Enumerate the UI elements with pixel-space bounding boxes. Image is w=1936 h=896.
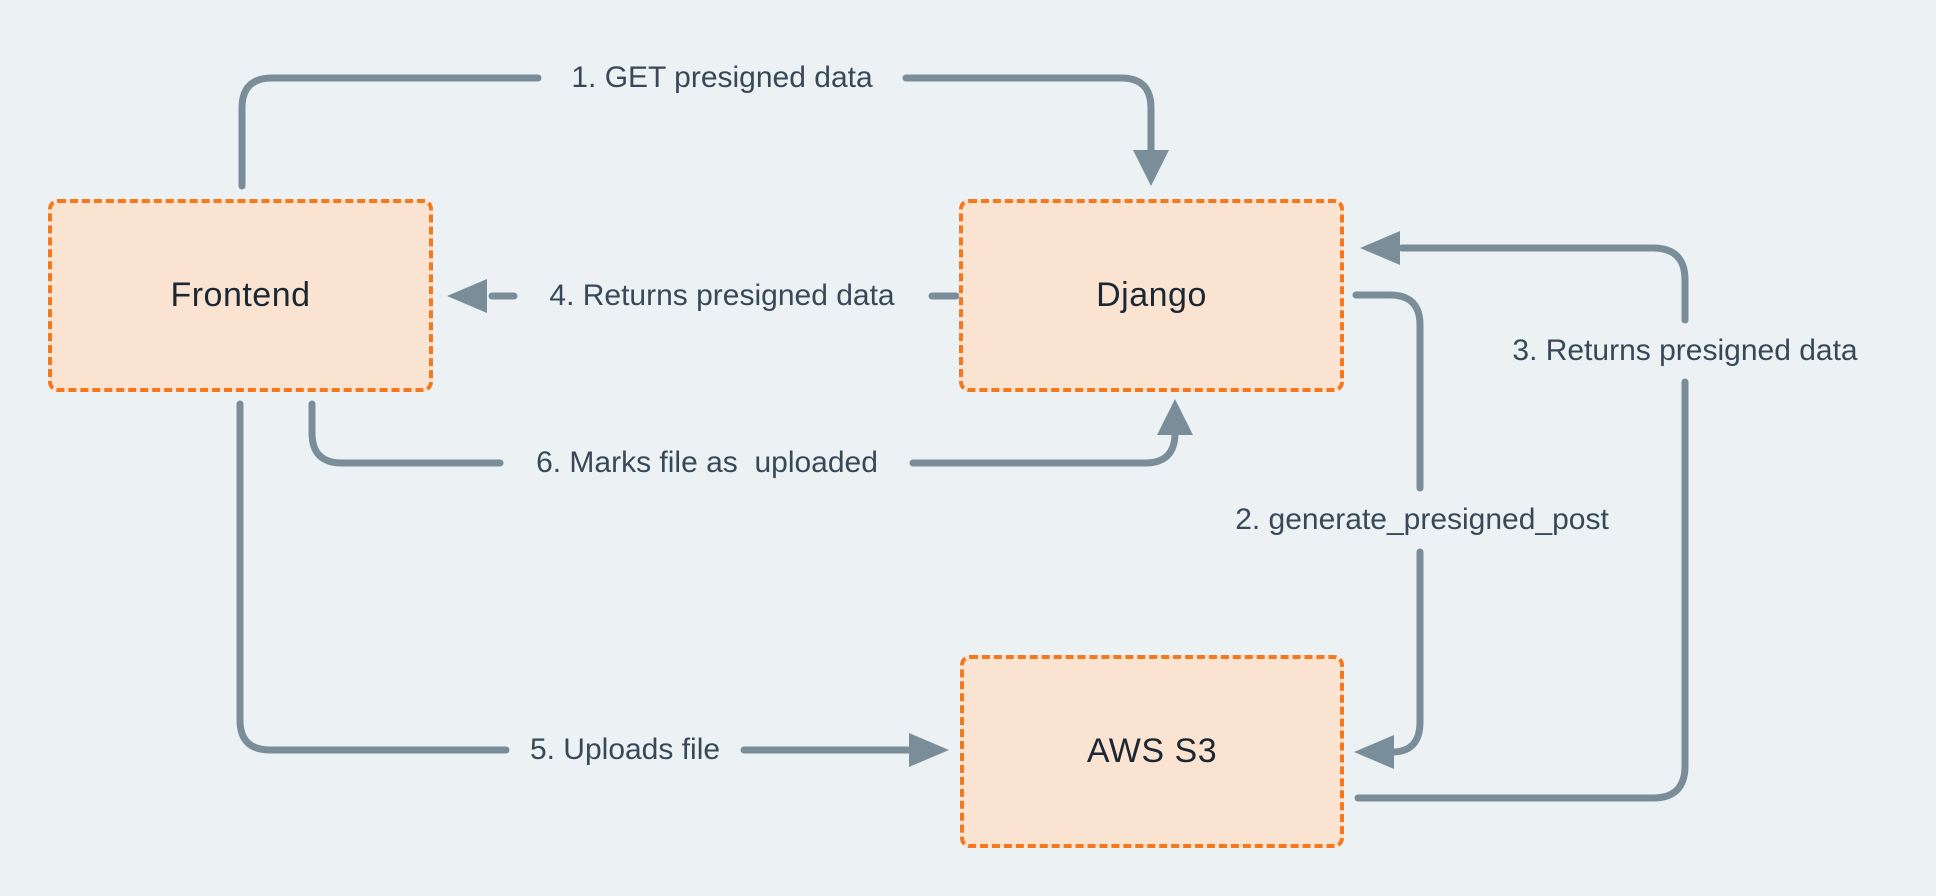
node-frontend-label: Frontend [170, 276, 311, 314]
arrow-step2-arrowhead-left-icon [1354, 735, 1394, 769]
arrow-step4-arrowhead-left-icon [447, 279, 487, 313]
arrow-step6-arrowhead-up-icon [1157, 399, 1193, 435]
arrow-step5-segment-a [236, 400, 510, 754]
arrow-step2-label: 2. generate_presigned_post [1235, 503, 1609, 536]
arrow-step6-label: 6. Marks file as uploaded [536, 446, 878, 479]
arrow-step6-segment-b [909, 429, 1179, 467]
node-aws-s3: AWS S3 [960, 655, 1344, 848]
arrow-step6-segment-a [308, 400, 504, 467]
arrow-step4-label: 4. Returns presigned data [549, 279, 895, 312]
arrow-step1-arrowhead-down-icon [1133, 150, 1169, 186]
arrow-step3-segment-b [1398, 244, 1689, 324]
node-django-label: Django [1096, 276, 1207, 314]
arrow-step2-segment-a [1352, 291, 1424, 492]
arrow-step5-arrowhead-right-icon [909, 733, 949, 767]
arrow-step1-segment-b [902, 74, 1155, 154]
arrow-step2-segment-b [1388, 548, 1424, 756]
node-aws-s3-label: AWS S3 [1086, 732, 1218, 770]
node-django: Django [959, 199, 1344, 392]
arrow-step3-segment-a [1354, 378, 1689, 802]
node-frontend: Frontend [48, 199, 433, 392]
arrow-step1-label: 1. GET presigned data [571, 61, 873, 94]
arrow-step1-segment-a [238, 74, 542, 190]
arrow-step5-label: 5. Uploads file [529, 733, 721, 766]
arrow-step3-label: 3. Returns presigned data [1512, 334, 1858, 367]
arrow-step3-arrowhead-left-icon [1360, 231, 1400, 265]
